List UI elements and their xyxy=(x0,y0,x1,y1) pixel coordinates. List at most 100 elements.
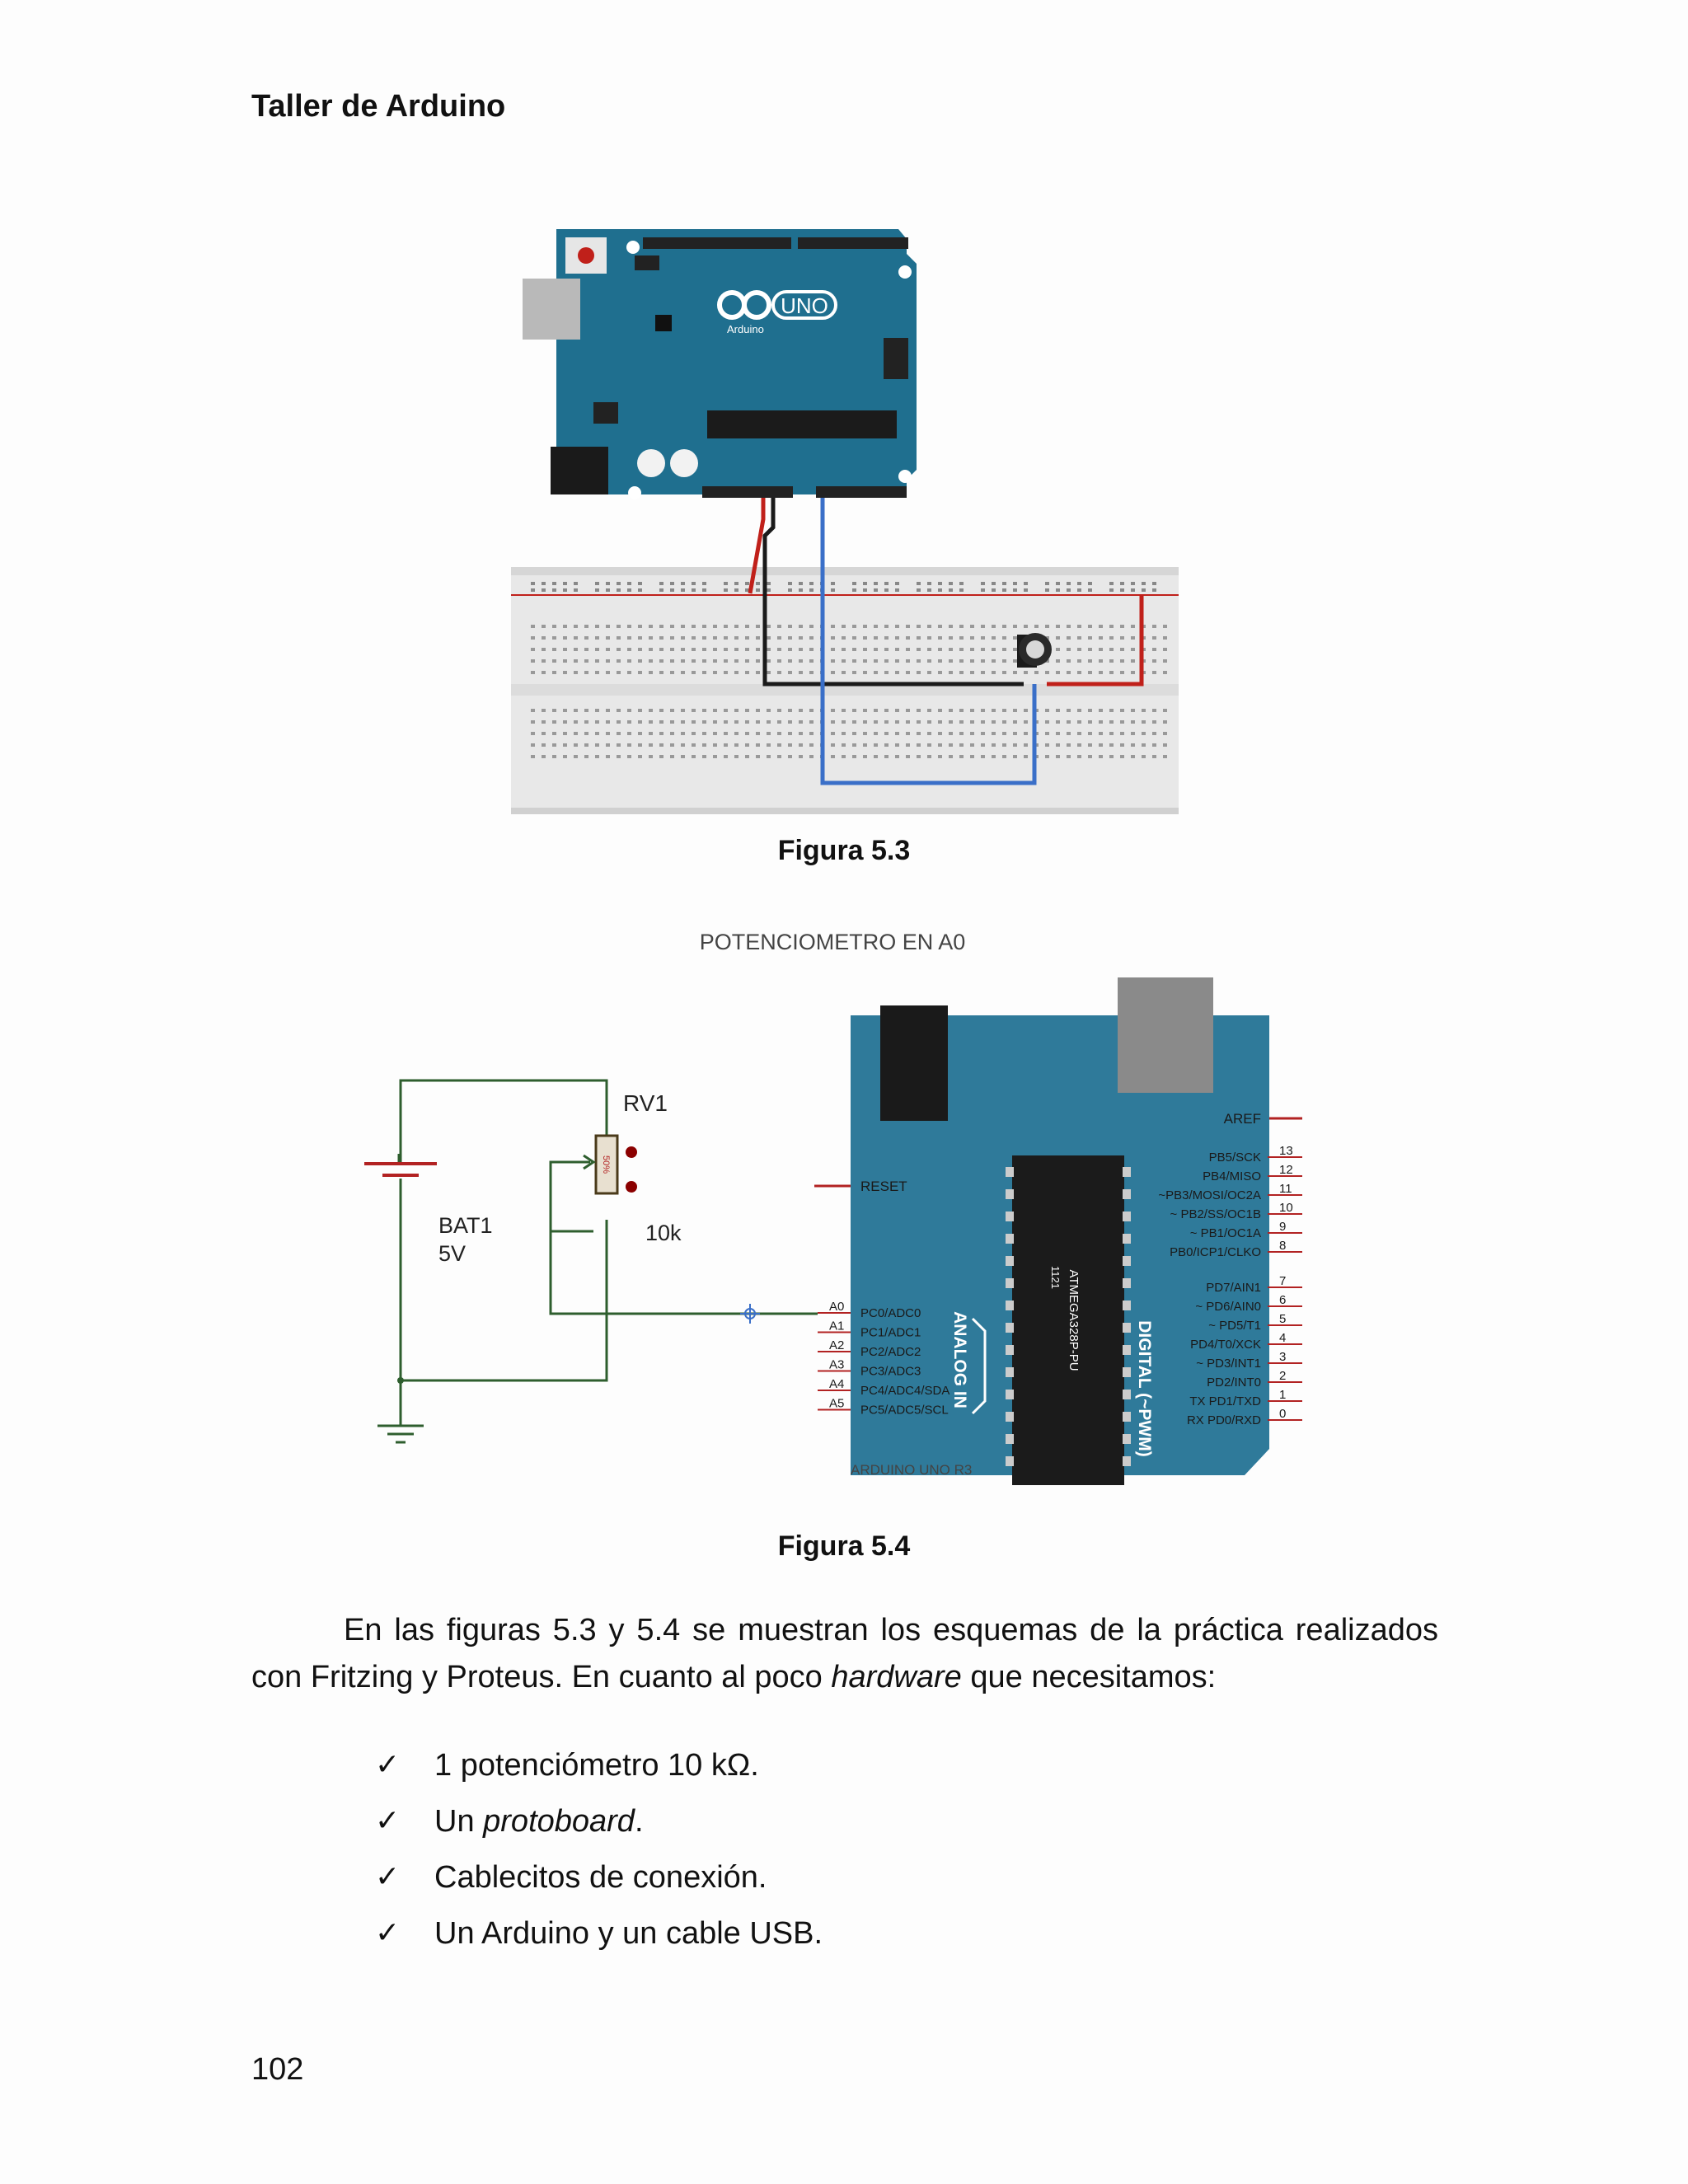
analog-pin-number: A2 xyxy=(829,1338,844,1352)
battery-label-block: BAT1 5V xyxy=(438,1212,493,1268)
voltage-probe-icon xyxy=(740,1304,760,1324)
paragraph-emphasis: hardware xyxy=(831,1660,962,1694)
digital-pin-number: 3 xyxy=(1279,1350,1286,1364)
digital-pin-number: 0 xyxy=(1279,1407,1286,1421)
aref-label: AREF xyxy=(1224,1111,1261,1127)
analog-pin-number: A1 xyxy=(829,1319,844,1333)
figure-5-4-schematic: POTENCIOMETRO EN A0 ATMEGA328P-PU 11 2 1 A… xyxy=(364,930,1302,1485)
analog-pin-number: A4 xyxy=(829,1377,844,1391)
checkmark-icon: ✓ xyxy=(375,1860,401,1894)
schematic-title: POTENCIOMETRO EN A0 xyxy=(700,930,966,954)
analog-header xyxy=(816,486,907,498)
digital-pin-number: 11 xyxy=(1279,1182,1292,1196)
digital-pin-number: 2 xyxy=(1279,1369,1286,1383)
usb-connector-icon xyxy=(523,279,580,340)
digital-pin-label: PB0/ICP1/CLKO xyxy=(1170,1245,1261,1259)
pot-name-label: RV1 xyxy=(623,1090,668,1116)
digital-pin-number: 1 xyxy=(1279,1388,1286,1402)
list-item-suffix: . xyxy=(634,1804,644,1839)
list-item: ✓ Un protoboard. xyxy=(375,1793,823,1849)
digital-pin-label: ~ PD3/INT1 xyxy=(1196,1357,1261,1371)
digital-pin-number: 13 xyxy=(1279,1144,1293,1158)
schematic-labels: BAT1 xyxy=(346,915,758,1294)
battery-icon xyxy=(364,1162,437,1177)
analog-pin-number: A0 xyxy=(829,1300,844,1314)
breadboard-holes xyxy=(531,582,1167,758)
arduino-logo-icon xyxy=(717,290,771,320)
analog-pin-number: A5 xyxy=(829,1397,844,1411)
analog-pin-label: PC0/ADC0 xyxy=(860,1306,921,1320)
figure-5-4-caption: Figura 5.4 xyxy=(777,1530,911,1562)
blue-wire-a0 xyxy=(820,498,1037,785)
digital-pin-number: 4 xyxy=(1279,1331,1286,1345)
checkmark-icon: ✓ xyxy=(375,1804,401,1838)
body-paragraph: En las figuras 5.3 y 5.4 se muestran los… xyxy=(251,1607,1438,1701)
digital-pin-label: ~ PD6/AIN0 xyxy=(1195,1300,1261,1314)
figure-5-3-caption: Figura 5.3 xyxy=(777,835,911,866)
digital-pin-label: ~ PB2/SS/OC1B xyxy=(1170,1207,1261,1221)
analog-pin-label: PC3/ADC3 xyxy=(860,1365,921,1379)
digital-pin-label: TX PD1/TXD xyxy=(1189,1394,1261,1408)
list-item: ✓1 potenciómetro 10 kΩ. xyxy=(375,1737,823,1793)
digital-pin-number: 7 xyxy=(1279,1274,1286,1288)
atmega-chip-icon xyxy=(1012,1155,1124,1485)
figure-5-3-breadboard-illustration: UNO Arduino xyxy=(511,229,1179,814)
arduino-brand-text: Arduino xyxy=(727,323,764,335)
red-wire-5v xyxy=(748,498,766,594)
pot-body-label: 50% xyxy=(601,1155,611,1174)
digital-pin-label: ~PB3/MOSI/OC2A xyxy=(1158,1188,1261,1202)
hardware-list: ✓1 potenciómetro 10 kΩ. ✓Un protoboard. … xyxy=(375,1737,823,1961)
analog-pin-label: PC5/ADC5/SCL xyxy=(860,1404,949,1418)
red-wire-pot xyxy=(1047,595,1144,687)
list-item: ✓ Cablecitos de conexión. xyxy=(375,1849,823,1905)
paragraph-text-2: que necesitamos: xyxy=(961,1660,1217,1694)
digital-pin-number: 5 xyxy=(1279,1312,1286,1326)
digital-pin-number: 12 xyxy=(1279,1163,1293,1177)
list-item-text: Cablecitos de conexión. xyxy=(434,1860,767,1895)
power-jack-icon xyxy=(551,447,608,494)
arduino-board xyxy=(556,229,917,494)
ground-icon xyxy=(377,1424,424,1444)
digital-header xyxy=(643,237,791,249)
potentiometer-symbol-icon xyxy=(594,1134,619,1195)
digital-pin-label: PD2/INT0 xyxy=(1207,1376,1261,1390)
chip-pins xyxy=(1006,1167,1131,1466)
reset-label: RESET xyxy=(860,1179,907,1194)
paragraph-text-1: En las figuras 5.3 y 5.4 se muestran los… xyxy=(251,1613,1438,1694)
digital-pin-label: ~ PD5/T1 xyxy=(1208,1319,1261,1333)
digital-pin-label: PB5/SCK xyxy=(1209,1151,1261,1165)
list-item-text: Un Arduino y un cable USB. xyxy=(434,1916,823,1951)
digital-pin-number: 8 xyxy=(1279,1239,1286,1253)
digital-pin-label: PD4/T0/XCK xyxy=(1190,1338,1261,1352)
page-number: 102 xyxy=(251,2052,304,2087)
battery-name-text: BAT1 xyxy=(438,1213,493,1238)
uno-logo-text: UNO xyxy=(781,293,828,318)
battery-value-text: 5V xyxy=(438,1241,467,1266)
capacitor-icon xyxy=(637,449,665,477)
digital-pin-label: PB4/MISO xyxy=(1203,1169,1261,1183)
icsp-header xyxy=(635,255,659,270)
usb-connector-icon xyxy=(1118,977,1213,1093)
digital-pin-number: 6 xyxy=(1279,1293,1286,1307)
running-header: Taller de Arduino xyxy=(251,89,506,124)
digital-group-label: DIGITAL (~PWM) xyxy=(1135,1320,1154,1456)
list-item-emphasis: protoboard xyxy=(483,1804,635,1839)
checkmark-icon: ✓ xyxy=(375,1916,401,1950)
analog-group-label: ANALOG IN xyxy=(950,1311,969,1408)
board-label: ARDUINO UNO R3 xyxy=(851,1462,972,1478)
digital-pin-label: RX PD0/RXD xyxy=(1187,1413,1261,1427)
digital-pin-label: PD7/AIN1 xyxy=(1206,1281,1261,1295)
power-jack-icon xyxy=(880,1005,948,1121)
power-header xyxy=(702,486,793,498)
analog-pin-number: A3 xyxy=(829,1358,844,1372)
digital-pin-number: 9 xyxy=(1279,1220,1286,1234)
black-wire-gnd xyxy=(762,498,1024,687)
atmega-chip xyxy=(707,410,897,438)
chip-label: ATMEGA328P-PU xyxy=(1067,1269,1081,1371)
list-item-prefix: Un xyxy=(434,1804,484,1839)
analog-pin-label: PC4/ADC4/SDA xyxy=(860,1384,950,1398)
list-item-text: 1 potenciómetro 10 kΩ. xyxy=(434,1748,759,1783)
analog-pin-label: PC2/ADC2 xyxy=(860,1345,921,1359)
